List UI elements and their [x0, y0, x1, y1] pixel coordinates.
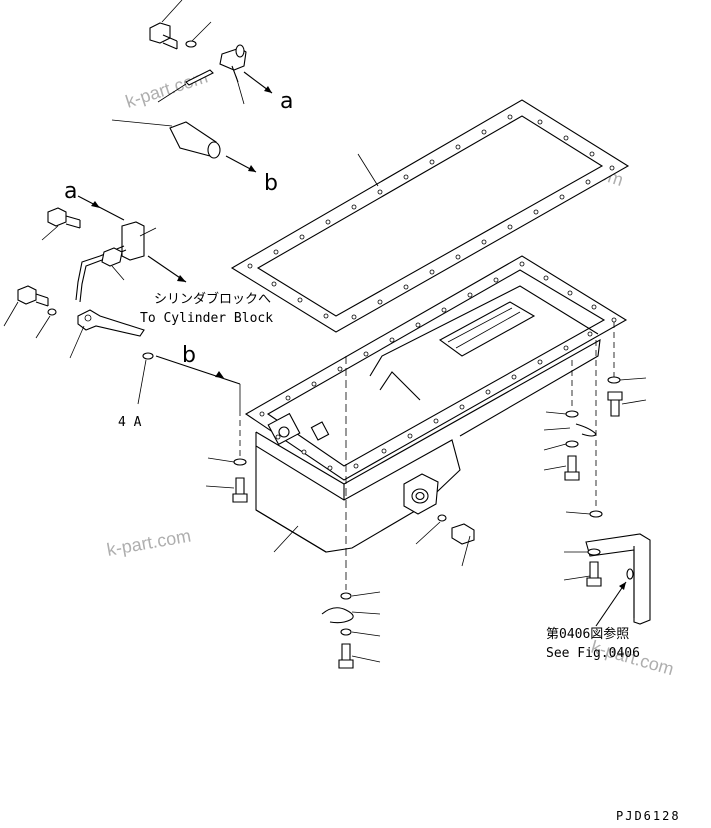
oil-pan-gasket: [230, 99, 630, 333]
washer-bottom-1: [340, 592, 352, 600]
bolt-left-2: [17, 285, 37, 305]
support-bracket: 第0406図参照 See Fig.0406: [546, 533, 651, 661]
drain-plug: [451, 523, 475, 545]
clip-bottom: [321, 607, 354, 624]
washer-right-3: [565, 440, 579, 448]
bottom-stack: [321, 591, 381, 669]
gasket-holes: [247, 114, 615, 320]
note-see-fig-jp: 第0406図参照: [546, 626, 629, 642]
oil-pan: [244, 255, 628, 590]
label-a-left: a: [64, 179, 77, 204]
short-pipe: [185, 69, 214, 86]
washer-pan-left: [233, 458, 247, 466]
note-to-cylinder-jp: シリンダブロックへ: [154, 291, 271, 307]
washer-top: [185, 40, 197, 48]
watermark-3: k-part.com: [105, 525, 192, 559]
washer-right-2: [565, 410, 579, 418]
label-b-top: b: [264, 171, 278, 196]
watermark-1: k-part.com: [123, 67, 210, 112]
note-to-cylinder-en: To Cylinder Block: [140, 311, 273, 326]
bolt-top: [149, 22, 171, 44]
bolt-left-1: [47, 207, 67, 227]
pan-flange-holes: [259, 261, 617, 471]
washer-right-1: [607, 376, 621, 384]
label-4a: 4 A: [118, 415, 142, 430]
bolt-right-2: [567, 455, 577, 473]
washer-bottom-2: [340, 628, 352, 636]
bolt-bottom: [341, 643, 351, 661]
label-a-top: a: [280, 89, 293, 114]
bolt-right-1: [607, 391, 623, 401]
clip-right: [575, 423, 597, 437]
tube-clamp: [77, 309, 145, 337]
o-ring-4a: [142, 352, 154, 360]
washer-left: [47, 308, 57, 316]
washer-bracket: [587, 548, 601, 556]
bolt-bracket: [589, 561, 599, 579]
tube-bracket: [121, 221, 145, 261]
right-stack: [543, 322, 647, 518]
washer-right-4: [589, 510, 603, 518]
note-see-fig-en: See Fig.0406: [546, 646, 640, 661]
drawing-code: PJD6128: [616, 809, 681, 823]
left-bracket-assembly: a シリンダブロックへ To Cylinder Block: [3, 179, 273, 359]
bolt-pan-left: [235, 477, 245, 495]
label-b-left: b: [182, 343, 196, 368]
top-fitting-assembly: a b: [111, 0, 293, 196]
b-connection: b 4 A: [118, 343, 241, 430]
drain-plug-gasket: [437, 514, 447, 522]
tube-nut: [101, 247, 123, 267]
drain-plug-assembly: [415, 514, 475, 567]
left-bolt-stack: [205, 410, 248, 503]
